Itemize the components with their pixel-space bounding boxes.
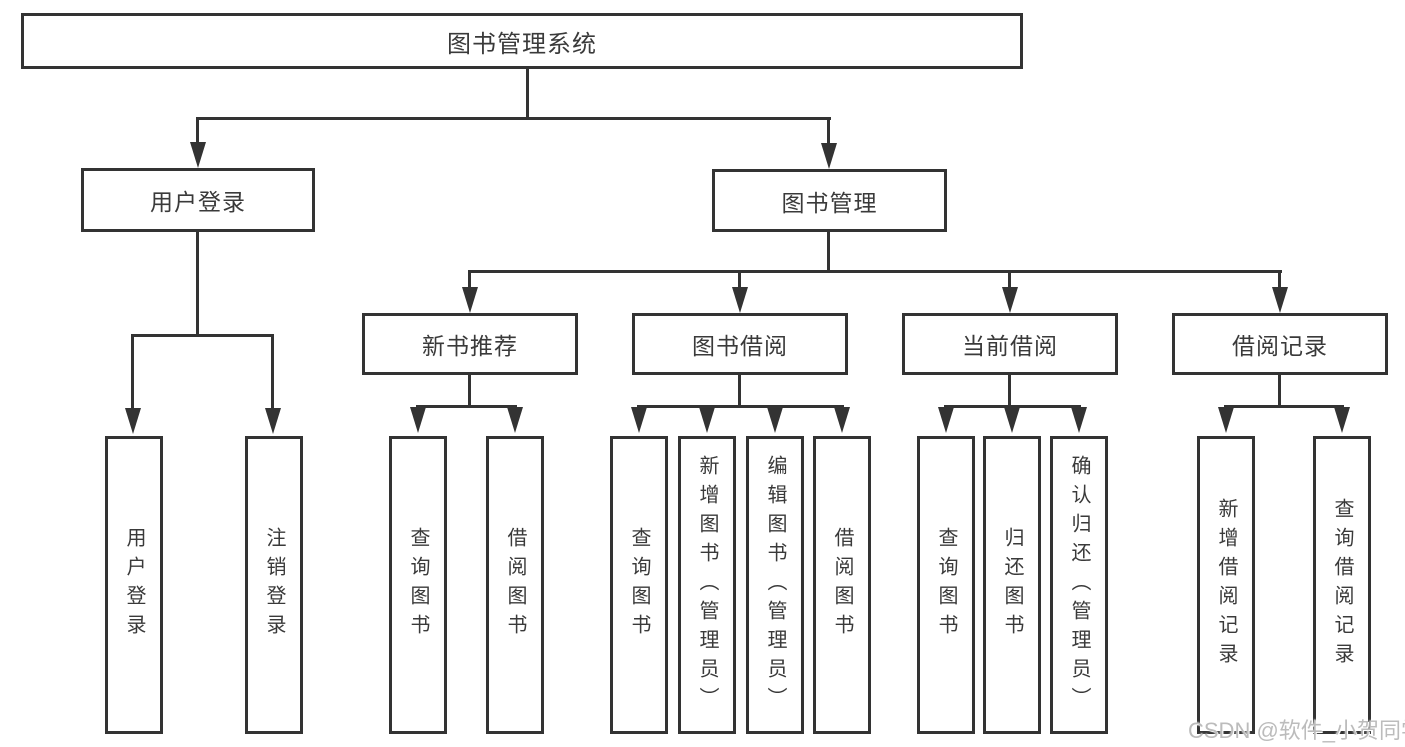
node-label: 图书管理 bbox=[781, 189, 878, 216]
connector-current-borrow-down bbox=[1008, 375, 1011, 407]
node-leaf-query-books-current: 查询图书 bbox=[917, 436, 975, 734]
connector-stub-user-login bbox=[196, 117, 199, 145]
connector-stub-new-book bbox=[468, 270, 471, 290]
arrowhead-down-icon bbox=[1002, 287, 1018, 313]
node-leaf-add-books-admin: 新增图书（管理员） bbox=[678, 436, 736, 734]
arrowhead-down-icon bbox=[834, 407, 850, 433]
node-leaf-query-borrow-record: 查询借阅记录 bbox=[1313, 436, 1371, 734]
connector-borrow-records-spread bbox=[1224, 405, 1344, 408]
node-label: 新增借阅记录 bbox=[1215, 498, 1237, 672]
arrowhead-down-icon bbox=[1004, 407, 1020, 433]
node-label: 编辑图书（管理员） bbox=[764, 454, 786, 716]
node-user-login: 用户登录 bbox=[81, 168, 315, 232]
node-label: 归还图书 bbox=[1001, 527, 1023, 643]
node-new-book-recommendation: 新书推荐 bbox=[362, 313, 578, 375]
node-label: 借阅图书 bbox=[504, 527, 526, 643]
csdn-watermark: CSDN @软件_小贺同学 bbox=[1188, 718, 1405, 743]
arrowhead-down-icon bbox=[462, 287, 478, 313]
node-leaf-edit-books-admin: 编辑图书（管理员） bbox=[746, 436, 804, 734]
connector-new-book-down bbox=[468, 375, 471, 407]
arrowhead-down-icon bbox=[938, 407, 954, 433]
arrowhead-down-icon bbox=[190, 142, 206, 168]
connector-book-management-down bbox=[827, 232, 830, 272]
connector-root-down bbox=[526, 69, 529, 119]
node-label: 查询图书 bbox=[935, 527, 957, 643]
arrowhead-down-icon bbox=[1218, 407, 1234, 433]
connector-stub-book-management bbox=[827, 117, 830, 146]
node-borrowing-records: 借阅记录 bbox=[1172, 313, 1388, 375]
node-label: 查询借阅记录 bbox=[1331, 498, 1353, 672]
arrowhead-down-icon bbox=[732, 287, 748, 313]
arrowhead-down-icon bbox=[1272, 287, 1288, 313]
node-label: 查询图书 bbox=[407, 527, 429, 643]
node-leaf-return-books: 归还图书 bbox=[983, 436, 1041, 734]
arrowhead-down-icon bbox=[767, 407, 783, 433]
arrowhead-down-icon bbox=[631, 407, 647, 433]
connector-book-management-spread bbox=[468, 270, 1282, 273]
arrowhead-down-icon bbox=[125, 408, 141, 434]
node-current-borrowing: 当前借阅 bbox=[902, 313, 1118, 375]
connector-stub-logout-leaf bbox=[271, 334, 274, 412]
node-book-borrowing: 图书借阅 bbox=[632, 313, 848, 375]
node-label: 注销登录 bbox=[263, 527, 285, 643]
connector-current-borrow-spread bbox=[944, 405, 1081, 408]
connector-user-login-spread bbox=[131, 334, 274, 337]
connector-book-borrow-down bbox=[738, 375, 741, 407]
node-label: 图书借阅 bbox=[692, 333, 788, 359]
node-label: 图书管理系统 bbox=[447, 30, 597, 58]
node-label: 新书推荐 bbox=[422, 333, 518, 359]
node-label: 用户登录 bbox=[150, 189, 246, 215]
node-label: 借阅记录 bbox=[1232, 333, 1328, 359]
connector-stub-borrow-records bbox=[1278, 270, 1281, 290]
arrowhead-down-icon bbox=[1071, 407, 1087, 433]
arrowhead-down-icon bbox=[265, 408, 281, 434]
connector-borrow-records-down bbox=[1278, 375, 1281, 407]
node-leaf-borrow-books: 借阅图书 bbox=[813, 436, 871, 734]
node-leaf-user-login: 用户登录 bbox=[105, 436, 163, 734]
arrowhead-down-icon bbox=[1334, 407, 1350, 433]
arrowhead-down-icon bbox=[410, 407, 426, 433]
connector-stub-current-borrow bbox=[1008, 270, 1011, 290]
connector-stub-login-leaf bbox=[131, 334, 134, 412]
node-label: 借阅图书 bbox=[831, 527, 853, 643]
connector-new-book-spread bbox=[416, 405, 517, 408]
connector-book-borrow-spread bbox=[637, 405, 844, 408]
arrowhead-down-icon bbox=[507, 407, 523, 433]
node-leaf-query-books-recommend: 查询图书 bbox=[389, 436, 447, 734]
connector-user-login-down bbox=[196, 232, 199, 336]
node-leaf-logout: 注销登录 bbox=[245, 436, 303, 734]
node-leaf-query-books-borrowing: 查询图书 bbox=[610, 436, 668, 734]
arrowhead-down-icon bbox=[821, 143, 837, 169]
node-label: 用户登录 bbox=[123, 527, 145, 643]
node-book-management: 图书管理 bbox=[712, 169, 947, 232]
node-label: 确认归还（管理员） bbox=[1068, 454, 1090, 716]
arrowhead-down-icon bbox=[699, 407, 715, 433]
node-label: 当前借阅 bbox=[962, 333, 1058, 359]
node-label: 新增图书（管理员） bbox=[696, 454, 718, 716]
connector-stub-book-borrow bbox=[738, 270, 741, 290]
node-library-management-system: 图书管理系统 bbox=[21, 13, 1023, 69]
node-leaf-add-borrow-record: 新增借阅记录 bbox=[1197, 436, 1255, 734]
connector-root-spread bbox=[196, 117, 831, 120]
node-leaf-borrow-books-recommend: 借阅图书 bbox=[486, 436, 544, 734]
node-label: 查询图书 bbox=[628, 527, 650, 643]
node-leaf-confirm-return-admin: 确认归还（管理员） bbox=[1050, 436, 1108, 734]
